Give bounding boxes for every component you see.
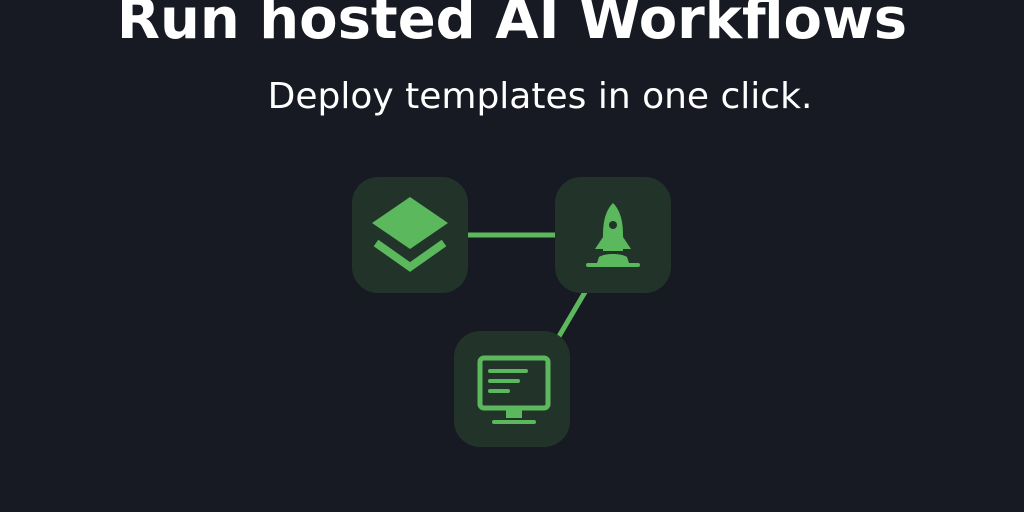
monitor-icon <box>454 331 570 447</box>
templates-tile <box>352 177 468 293</box>
rocket-icon <box>555 177 671 293</box>
page-subtitle: Deploy templates in one click. <box>267 76 813 117</box>
workflow-tile <box>454 331 570 447</box>
connector-rocket-monitor <box>555 289 588 341</box>
layers-icon <box>352 177 468 293</box>
page-title: Run hosted AI Workflows <box>116 0 908 52</box>
deploy-tile <box>555 177 671 293</box>
